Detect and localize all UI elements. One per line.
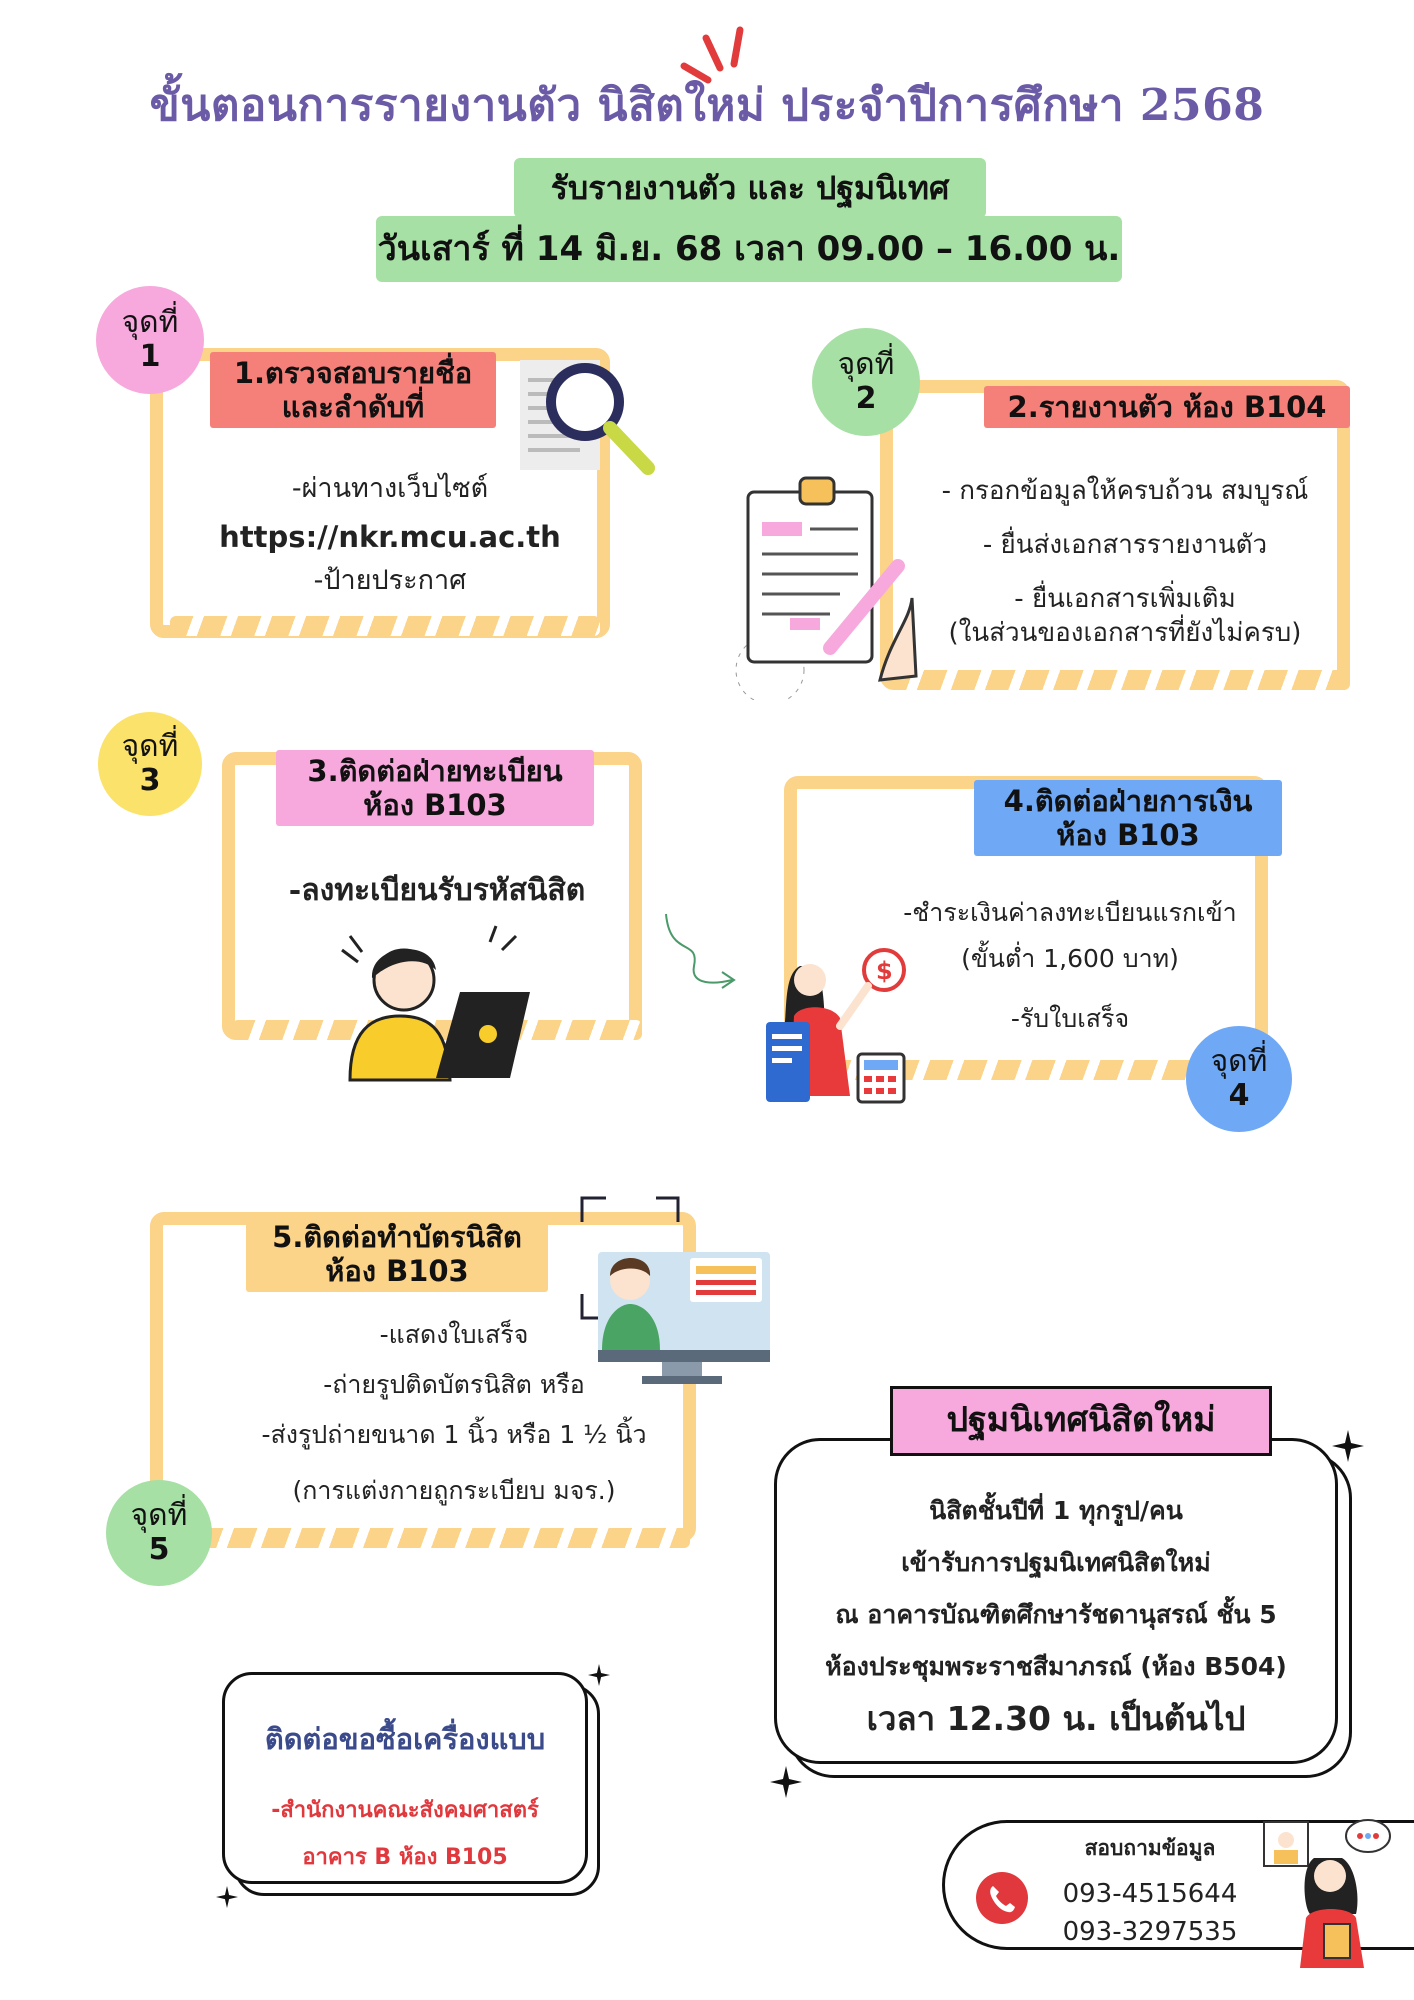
step-1-line: -ป้ายประกาศ xyxy=(313,565,467,596)
orientation-line: นิสิตชั้นปีที่ 1 ทุกรูป/คน xyxy=(929,1496,1183,1525)
banner-line1: รับรายงานตัว และ ปฐมนิเทศ xyxy=(514,158,986,218)
phone-number-link[interactable]: 093-4515644 xyxy=(1062,1879,1238,1909)
uniform-line: อาคาร B ห้อง B105 xyxy=(302,1845,508,1870)
inquiry-label: สอบถามข้อมูล xyxy=(1084,1836,1216,1860)
badge-label: จุดที่ xyxy=(121,305,179,340)
orientation-time: เวลา 12.30 น. เป็นต้นไป xyxy=(866,1699,1246,1738)
step-3-title: 3.ติดต่อฝ่ายทะเบียน ห้อง B103 xyxy=(276,750,594,826)
page-title: ขั้นตอนการรายงานตัว นิสิตใหม่ ประจำปีการ… xyxy=(149,80,1265,131)
finance-woman-icon: $ xyxy=(766,948,906,1104)
step-2-line: - ยื่นเอกสารเพิ่มเติม xyxy=(1014,584,1236,614)
step-5-line: -ถ่ายรูปติดบัตรนิสิต หรือ xyxy=(323,1370,585,1399)
step-1-url-link[interactable]: https://nkr.mcu.ac.th xyxy=(219,520,561,554)
svg-text:$: $ xyxy=(876,957,893,985)
step-2-badge: จุดที่ 2 xyxy=(812,328,920,436)
step-1-badge: จุดที่ 1 xyxy=(96,286,204,394)
step-2-line: - กรอกข้อมูลให้ครบถ้วน สมบูรณ์ xyxy=(941,476,1309,506)
orientation-body: นิสิตชั้นปีที่ 1 ทุกรูป/คน เข้ารับการปฐม… xyxy=(780,1494,1332,1736)
step-3-title-line2: ห้อง B103 xyxy=(363,788,507,822)
sparkle-icon xyxy=(216,1886,238,1908)
step-5-badge: จุดที่ 5 xyxy=(106,1480,212,1586)
step-5-line: -ส่งรูปถ่ายขนาด 1 นิ้ว หรือ 1 ½ นิ้ว xyxy=(261,1420,647,1449)
step-4-title-line1: 4.ติดต่อฝ่ายการเงิน xyxy=(1003,784,1253,818)
step-5-title-line2: ห้อง B103 xyxy=(325,1254,469,1288)
step-4-body: -ชำระเงินค่าลงทะเบียนแรกเข้า (ขั้นต่ำ 1,… xyxy=(870,896,1270,1036)
support-woman-icon xyxy=(1263,1819,1391,1968)
step-1-title-line2: และลำดับที่ xyxy=(281,390,425,424)
orientation-line: ห้องประชุมพระราชสีมาภรณ์ (ห้อง B504) xyxy=(825,1652,1287,1681)
step-4-line: (ขั้นต่ำ 1,600 บาท) xyxy=(961,944,1179,973)
badge-number: 5 xyxy=(148,1532,170,1567)
arrow-curl-icon xyxy=(665,913,736,989)
person-laptop-icon xyxy=(341,925,530,1082)
orientation-box xyxy=(774,1438,1338,1764)
step-2-line: - ยื่นส่งเอกสารรายงานตัว xyxy=(982,530,1268,560)
badge-label: จุดที่ xyxy=(121,729,179,764)
badge-label: จุดที่ xyxy=(837,347,895,382)
step-3-title-line1: 3.ติดต่อฝ่ายทะเบียน xyxy=(307,754,563,788)
clipboard-pencil-icon xyxy=(735,476,918,700)
step-2-title: 2.รายงานตัว ห้อง B104 xyxy=(984,386,1350,428)
id-card-monitor-icon xyxy=(580,1196,770,1384)
inquiry-text: สอบถามข้อมูล 093-4515644 093-3297535 xyxy=(1040,1832,1260,1947)
badge-number: 2 xyxy=(855,381,877,416)
badge-number: 3 xyxy=(139,763,161,798)
phone-icon xyxy=(976,1872,1028,1924)
step-1-line: -ผ่านทางเว็บไซต์ xyxy=(291,473,489,504)
uniform-title: ติดต่อขอซื้อเครื่องแบบ xyxy=(264,1722,546,1756)
step-5-line: (การแต่งกายถูกระเบียบ มจร.) xyxy=(292,1476,616,1505)
uniform-box xyxy=(222,1672,588,1884)
step-5-line: -แสดงใบเสร็จ xyxy=(379,1320,529,1349)
step-2-line: (ในส่วนของเอกสารที่ยังไม่ครบ) xyxy=(948,618,1302,648)
orientation-title: ปฐมนิเทศนิสิตใหม่ xyxy=(890,1386,1272,1456)
step-2-title-line1: 2.รายงานตัว ห้อง B104 xyxy=(1007,390,1327,424)
orientation-line: เข้ารับการปฐมนิเทศนิสิตใหม่ xyxy=(901,1548,1211,1577)
banner-line2: วันเสาร์ ที่ 14 มิ.ย. 68 เวลา 09.00 – 16… xyxy=(376,216,1122,282)
sparkle-icon xyxy=(1332,1430,1364,1462)
badge-number: 4 xyxy=(1228,1078,1250,1113)
step-1-title-line1: 1.ตรวจสอบรายชื่อ xyxy=(233,356,473,390)
phone-number-link[interactable]: 093-3297535 xyxy=(1062,1917,1238,1947)
uniform-text: ติดต่อขอซื้อเครื่องแบบ -สำนักงานคณะสังคม… xyxy=(226,1716,584,1874)
step-3-line: -ลงทะเบียนรับรหัสนิสิต xyxy=(288,873,586,908)
step-5-body: -แสดงใบเสร็จ -ถ่ายรูปติดบัตรนิสิต หรือ -… xyxy=(214,1318,694,1508)
step-4-line: -รับใบเสร็จ xyxy=(1010,1004,1130,1033)
sparkle-icon xyxy=(770,1766,802,1798)
step-4-badge: จุดที่ 4 xyxy=(1186,1026,1292,1132)
badge-number: 1 xyxy=(139,339,161,374)
step-5-title: 5.ติดต่อทำบัตรนิสิต ห้อง B103 xyxy=(246,1216,548,1292)
step-2-body: - กรอกข้อมูลให้ครบถ้วน สมบูรณ์ - ยื่นส่ง… xyxy=(910,474,1340,650)
badge-label: จุดที่ xyxy=(1210,1044,1268,1079)
step-1-title: 1.ตรวจสอบรายชื่อ และลำดับที่ xyxy=(210,352,496,428)
orientation-line: ณ อาคารบัณฑิตศึกษารัชดานุสรณ์ ชั้น 5 xyxy=(835,1600,1277,1629)
sparkle-icon xyxy=(588,1664,610,1686)
step-5-title-line1: 5.ติดต่อทำบัตรนิสิต xyxy=(272,1220,522,1254)
spark-accent-icon xyxy=(680,26,744,84)
step-4-line: -ชำระเงินค่าลงทะเบียนแรกเข้า xyxy=(903,898,1237,927)
step-3-body: -ลงทะเบียนรับรหัสนิสิต xyxy=(242,874,632,908)
step-3-badge: จุดที่ 3 xyxy=(98,712,202,816)
step-4-title-line2: ห้อง B103 xyxy=(1056,818,1200,852)
step-4-title: 4.ติดต่อฝ่ายการเงิน ห้อง B103 xyxy=(974,780,1282,856)
uniform-line: -สำนักงานคณะสังคมศาสตร์ xyxy=(271,1798,539,1823)
badge-label: จุดที่ xyxy=(130,1498,188,1533)
step-1-body: -ผ่านทางเว็บไซต์ https://nkr.mcu.ac.th -… xyxy=(190,472,590,598)
magnifier-document-icon xyxy=(520,360,655,475)
